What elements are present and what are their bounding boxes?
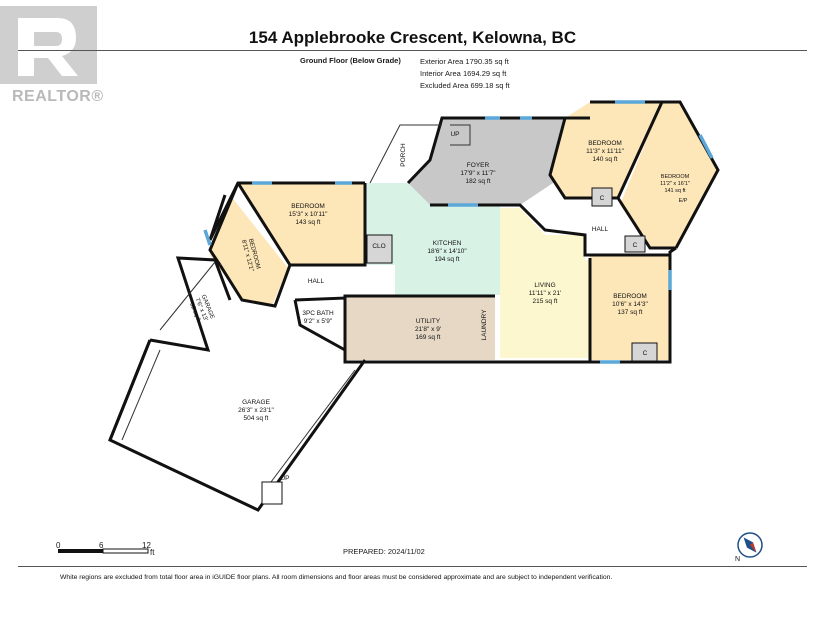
bath-name: 3PC BATH (302, 310, 334, 317)
utility-dims: 21'8" x 9' (415, 326, 441, 333)
interior-area: Interior Area 1694.29 sq ft (420, 69, 507, 78)
porch-label: PORCH (400, 143, 407, 167)
window-9 (203, 229, 212, 246)
realtor-wordmark: REALTOR® (12, 88, 104, 105)
wall-east (588, 246, 677, 364)
bedroom-se-room (590, 255, 670, 360)
garage-door-line-2 (121, 349, 161, 441)
title-divider (18, 50, 807, 51)
foyer-area: 182 sq ft (466, 178, 491, 185)
bedroom-se-dims: 10'6" x 14'3" (612, 301, 648, 308)
bedroom-ne-dims: 11'3" x 11'11" (586, 148, 625, 155)
stair-up-label: UP (450, 131, 459, 138)
garage-stairs (261, 481, 283, 505)
scale-tick-6: 6 (99, 541, 104, 550)
bedroom-e-dims: 11'2" x 16'1" (660, 181, 690, 187)
prepared-date: PREPARED: 2024/11/02 (343, 547, 425, 556)
kitchen-area: 194 sq ft (435, 256, 460, 263)
closet-3 (631, 342, 658, 362)
realtor-r-icon (0, 6, 97, 84)
wall-bedroom-n (208, 181, 365, 241)
bedroom-n-area: 143 sq ft (296, 219, 321, 226)
excluded-area: Excluded Area 699.18 sq ft (420, 81, 510, 90)
compass-n-label: N (735, 556, 740, 563)
kitchen-dims: 18'6" x 14'10" (427, 248, 467, 255)
bedroom-e-area: 141 sq ft (664, 188, 686, 194)
utility-area: 169 sq ft (416, 334, 441, 341)
scale-tick-0: 0 (56, 541, 61, 550)
disclaimer-text: White regions are excluded from total fl… (60, 574, 613, 581)
page-title: 154 Applebrooke Crescent, Kelowna, BC (248, 28, 577, 47)
wall-garage-west (108, 339, 152, 441)
closet-label-1: C (600, 195, 605, 202)
window-7 (698, 134, 714, 159)
closet-2 (624, 235, 646, 253)
living-dims: 11'11" x 21' (529, 290, 561, 297)
foyer-name: FOYER (467, 162, 490, 169)
scale-unit: ft (150, 548, 155, 557)
closet-label-3: C (643, 350, 648, 357)
laundry-label: LAUNDRY (481, 309, 488, 341)
kitchen-room (365, 183, 500, 295)
living-area: 215 sq ft (533, 298, 558, 305)
garage-name: GARAGE (242, 399, 270, 406)
wall-bath (293, 296, 347, 353)
bedroom-n-name: BEDROOM (291, 203, 325, 210)
scale-tick-12: 12 (142, 541, 151, 550)
bedroom-se-area: 137 sq ft (618, 309, 643, 316)
wall-garage-main (108, 339, 367, 512)
elp-label: E/P (679, 198, 688, 204)
garage-up-label: UP (280, 475, 289, 482)
compass-icon (737, 532, 763, 558)
wall-interior-3 (616, 197, 676, 250)
wall-foyer-south (430, 203, 670, 257)
hall-label-east: HALL (592, 226, 609, 233)
garage-door-line (159, 261, 216, 331)
bedroom-ne-room (550, 102, 662, 198)
wall-garage-small (218, 264, 292, 308)
foyer-dims: 17'9" x 11'7" (460, 170, 496, 177)
foyer-room (408, 118, 565, 205)
wall-foyer-north (406, 116, 590, 185)
bath-dims: 9'2" x 5'9" (304, 318, 333, 325)
wall-interior-1 (236, 182, 367, 267)
exterior-area: Exterior Area 1790.35 sq ft (420, 57, 509, 66)
porch-outline (369, 124, 442, 184)
floor-label: Ground Floor (Below Grade) (300, 56, 401, 65)
living-room (500, 208, 590, 358)
area-summary: Exterior Area 1790.35 sq ft Interior Are… (420, 56, 510, 92)
bedroom-ne-name: BEDROOM (588, 140, 622, 147)
utility-room (345, 296, 495, 360)
closet-clo (366, 234, 393, 264)
utility-name: UTILITY (416, 318, 441, 325)
realtor-logo: REALTOR® (0, 0, 108, 110)
clo-label: CLO (372, 243, 385, 250)
wall-west (208, 182, 240, 266)
living-name: LIVING (534, 282, 555, 289)
stair-up (450, 124, 471, 146)
closet-label-2: C (633, 242, 638, 249)
bedroom-ne-area: 140 sq ft (593, 156, 618, 163)
kitchen-name: KITCHEN (433, 240, 462, 247)
bedroom-se-name: BEDROOM (613, 293, 647, 300)
footer-divider (18, 566, 807, 567)
bedroom-e-room (620, 102, 718, 248)
wall-garage (149, 256, 232, 352)
hall-label-west: HALL (308, 278, 325, 285)
wall-interior-2 (548, 101, 664, 200)
bedroom-n-dims: 15'3" x 10'11" (289, 211, 328, 218)
realtor-r-logo (0, 6, 97, 84)
bedroom-n-room (238, 183, 365, 265)
scale-bar (58, 548, 149, 554)
garage-area: 504 sq ft (244, 415, 269, 422)
bedroom-e-name: BEDROOM (661, 174, 690, 180)
garage-dims: 26'3" x 23'1" (238, 407, 274, 414)
garage-line-3 (264, 369, 356, 491)
closet-1 (591, 187, 613, 207)
